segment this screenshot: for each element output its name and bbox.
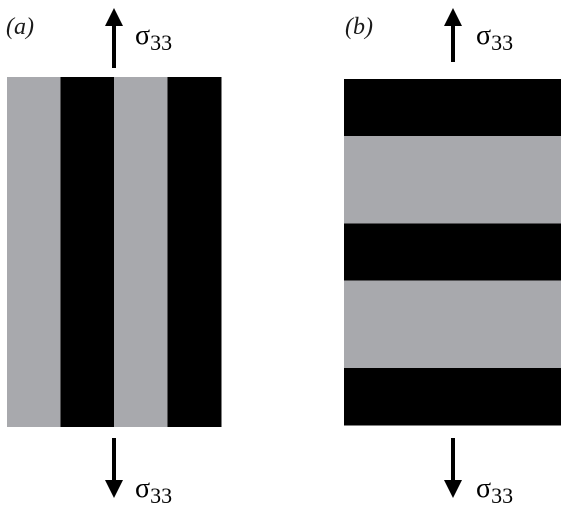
laminate-layer-light (114, 77, 168, 427)
panel-a: (a) σ33 σ33 (6, 8, 222, 508)
laminate-layer-light (7, 77, 61, 427)
laminate-layer-dark (60, 77, 115, 427)
panel-b-bottom-stress: σ33 (444, 438, 513, 508)
up-arrowhead-icon (444, 8, 462, 26)
panel-b-label: (b) (345, 14, 373, 40)
up-arrowhead-icon (105, 8, 123, 26)
panel-b-laminate (344, 79, 561, 426)
laminate-layer-light (344, 136, 561, 224)
panel-a-top-sigma: σ33 (135, 20, 172, 55)
down-arrowhead-icon (444, 480, 462, 498)
laminate-layer-dark (344, 79, 561, 137)
laminate-layer-dark (344, 223, 561, 281)
panel-a-bottom-stress: σ33 (105, 438, 172, 508)
panel-b-top-sigma: σ33 (476, 20, 513, 55)
panel-b-bottom-sigma: σ33 (476, 473, 513, 508)
down-arrowhead-icon (105, 480, 123, 498)
panel-b: (b) σ33 σ33 (344, 8, 561, 508)
laminate-layer-light (344, 280, 561, 369)
panel-a-laminate (7, 77, 222, 427)
panel-a-bottom-sigma: σ33 (135, 473, 172, 508)
panel-b-top-stress: σ33 (444, 8, 513, 62)
panel-a-label: (a) (6, 14, 34, 40)
panel-a-top-stress: σ33 (105, 8, 172, 68)
laminate-layer-dark (344, 368, 561, 426)
laminate-layer-dark (167, 77, 222, 427)
